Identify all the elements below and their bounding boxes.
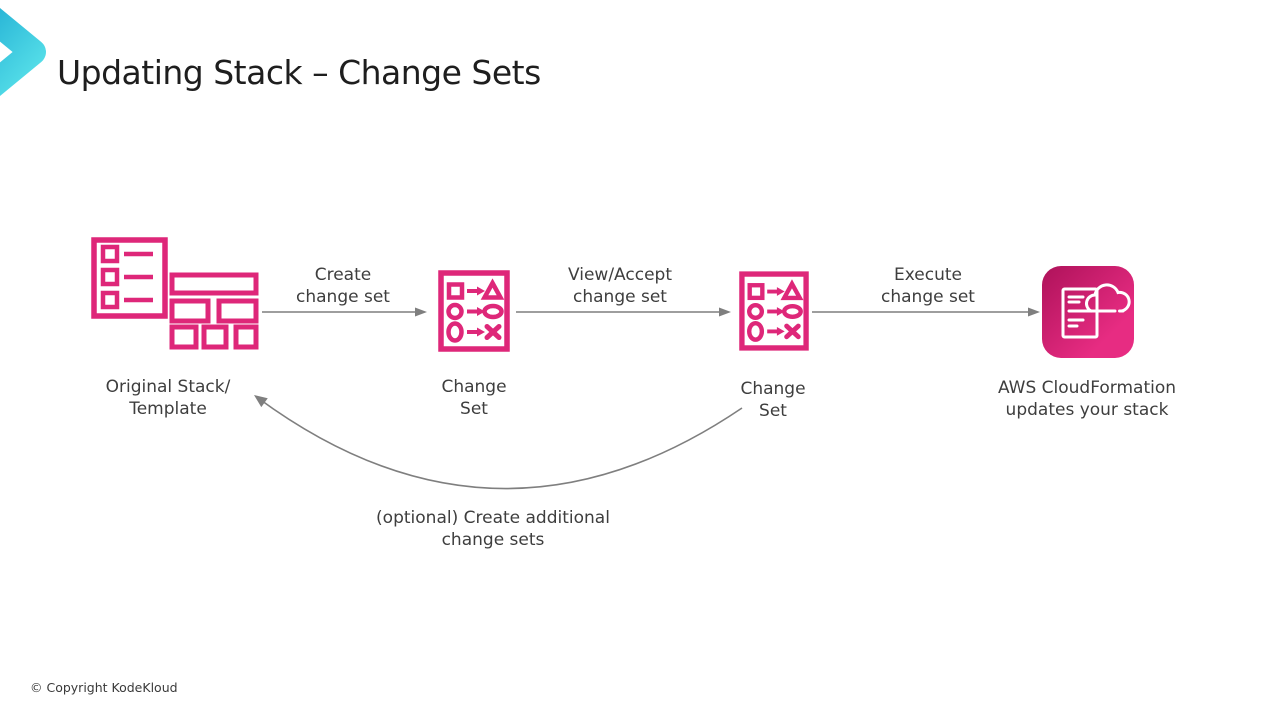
label-change-set-1: Change Set: [441, 377, 507, 419]
arrow-label-view-accept-change-set: View/Accept change set: [567, 265, 673, 307]
copyright-text: © Copyright KodeKloud: [30, 680, 178, 695]
change-set-icon-1: [438, 270, 510, 352]
optional-note: (optional) Create additional change sets: [376, 508, 610, 550]
aws-cloudformation-icon: [1042, 266, 1134, 358]
stack-layers-icon: [169, 272, 259, 350]
arrow-label-create-change-set: Create change set: [296, 265, 390, 307]
page-title: Updating Stack – Change Sets: [57, 53, 541, 92]
label-change-set-2: Change Set: [740, 379, 806, 421]
template-checklist-icon: [91, 237, 168, 319]
label-cloudformation: AWS CloudFormation updates your stack: [997, 378, 1177, 420]
label-original-stack-template: Original Stack/ Template: [105, 377, 231, 419]
arrow-label-execute-change-set: Execute change set: [881, 265, 975, 307]
kodekloud-chevron-icon: [0, 7, 46, 97]
change-set-icon-2: [739, 271, 809, 351]
